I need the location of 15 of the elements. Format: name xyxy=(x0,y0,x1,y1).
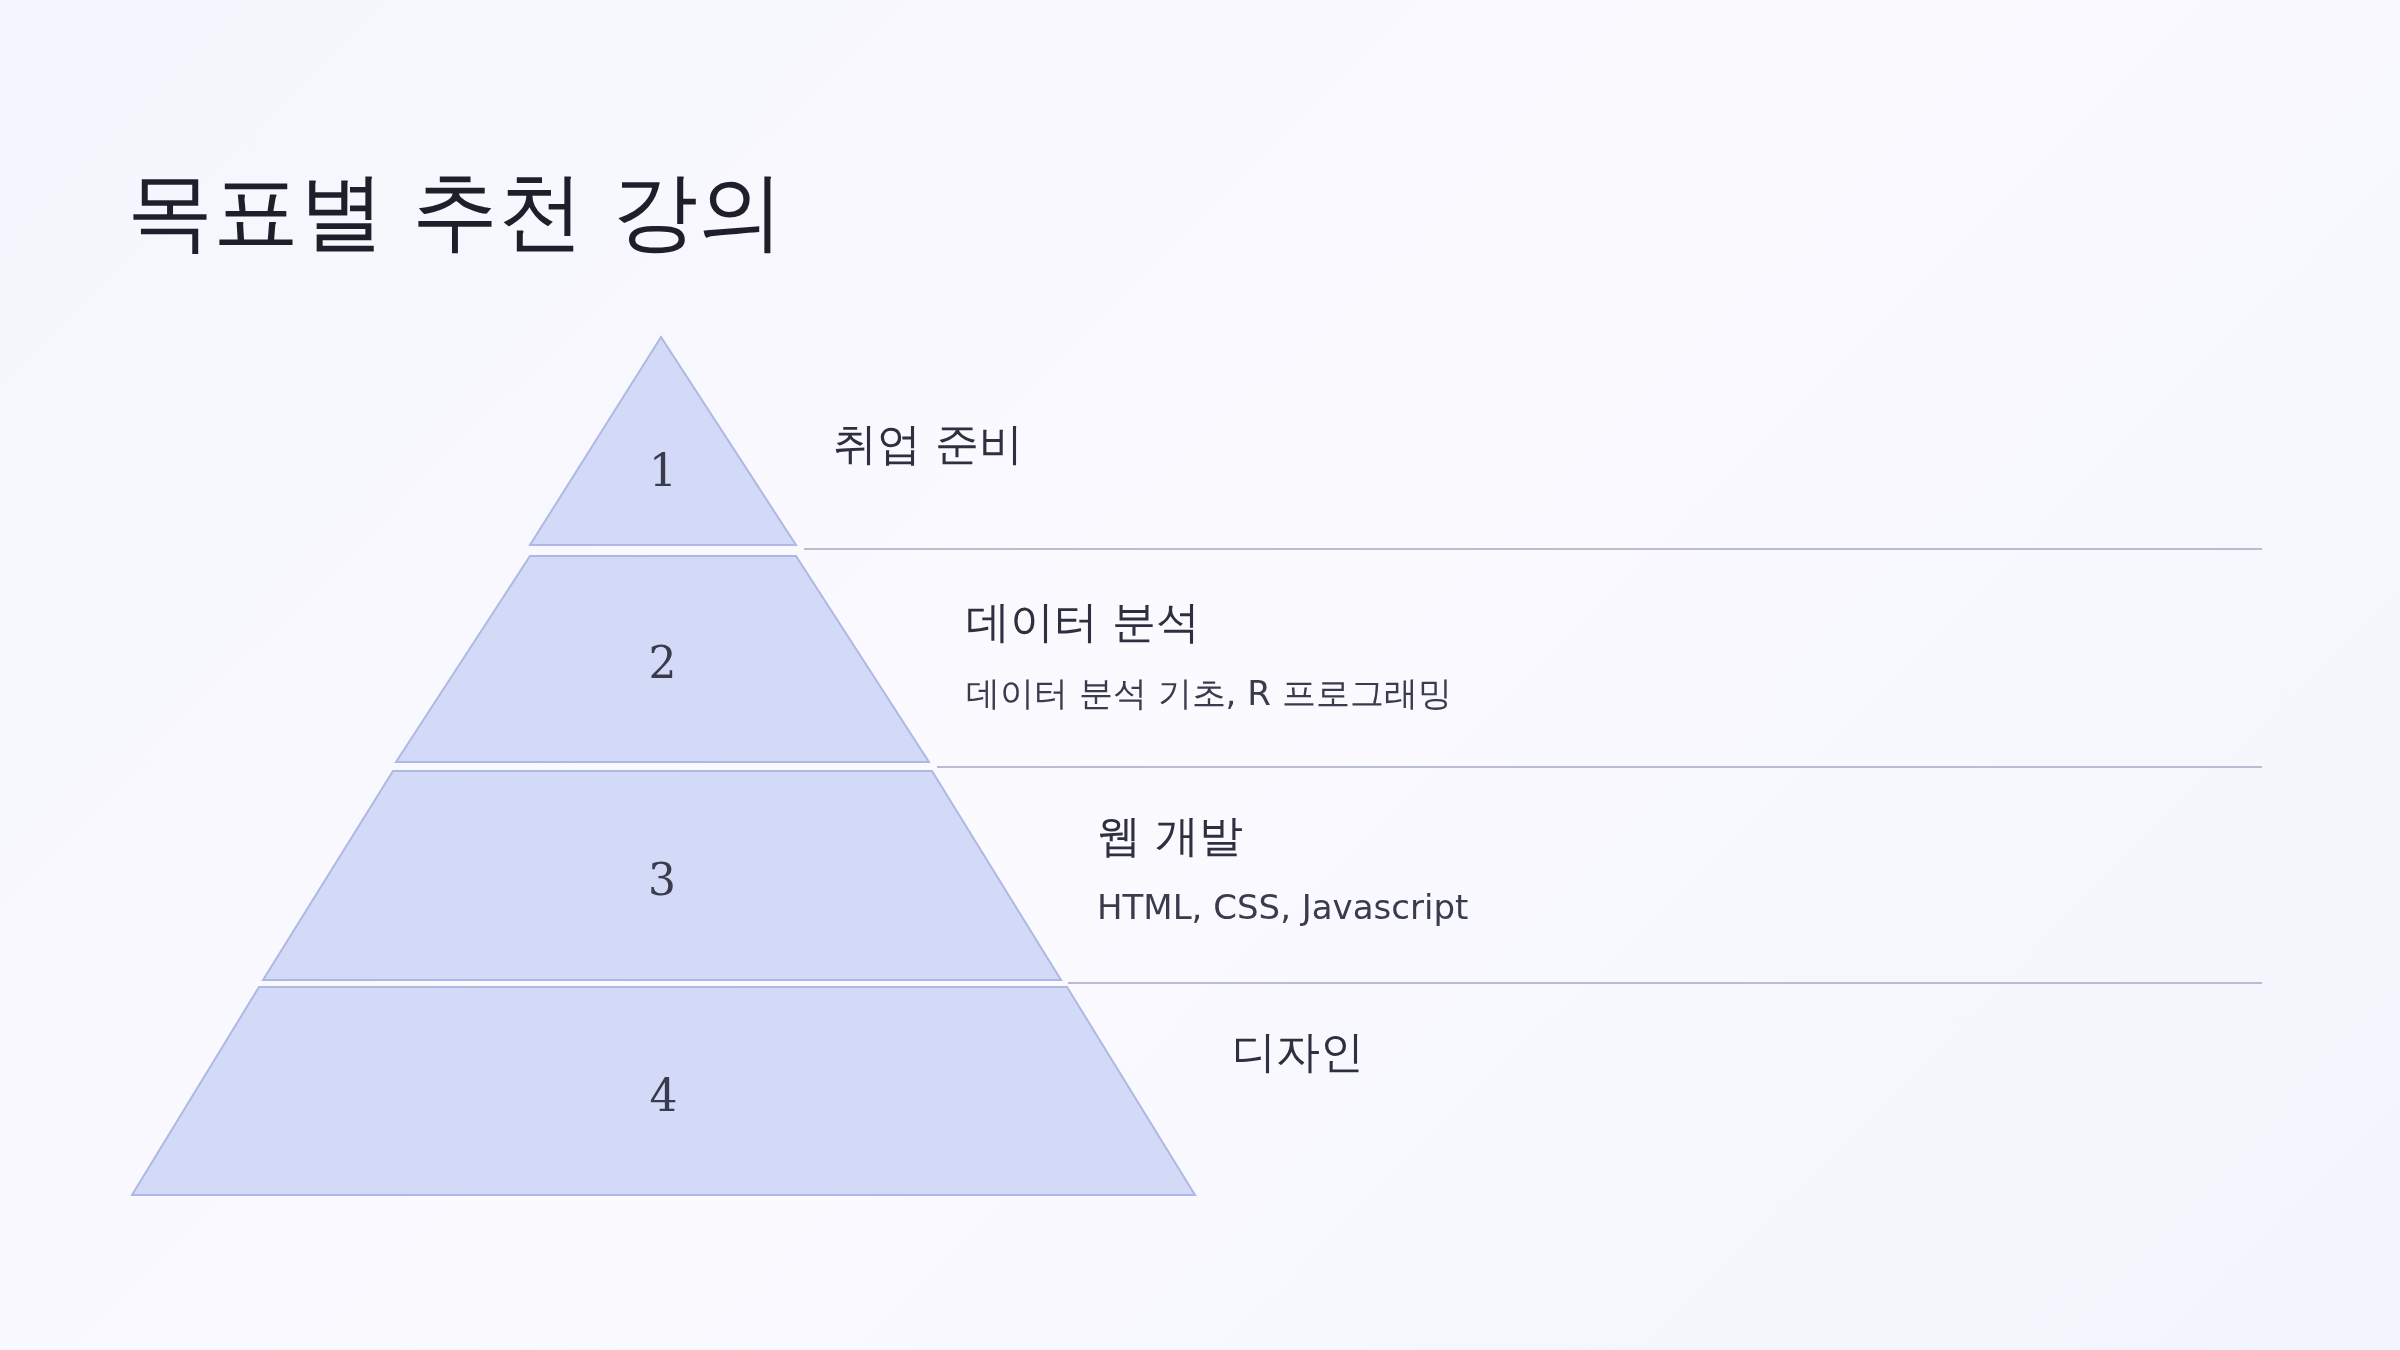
tier-description: HTML, CSS, Javascript xyxy=(1097,887,1469,928)
tier-heading: 디자인 xyxy=(1232,1026,1364,1079)
tier-number: 2 xyxy=(647,641,678,685)
tier-heading: 데이터 분석 xyxy=(966,596,1200,649)
pyramid-tier xyxy=(263,771,1061,980)
tier-heading: 웹 개발 xyxy=(1097,810,1243,863)
tier-number: 3 xyxy=(647,858,677,902)
title: 목표별 추천 강의 xyxy=(127,160,784,263)
tier-heading: 취업 준비 xyxy=(833,418,1023,471)
pyramid-tier xyxy=(396,556,929,762)
tier-number: 4 xyxy=(648,1074,679,1118)
tier-description: 데이터 분석 기초, R 프로그래밍 xyxy=(966,673,1452,714)
tier-number: 1 xyxy=(648,449,678,493)
pyramid-tier xyxy=(132,987,1195,1195)
pyramid-tier xyxy=(530,337,796,545)
